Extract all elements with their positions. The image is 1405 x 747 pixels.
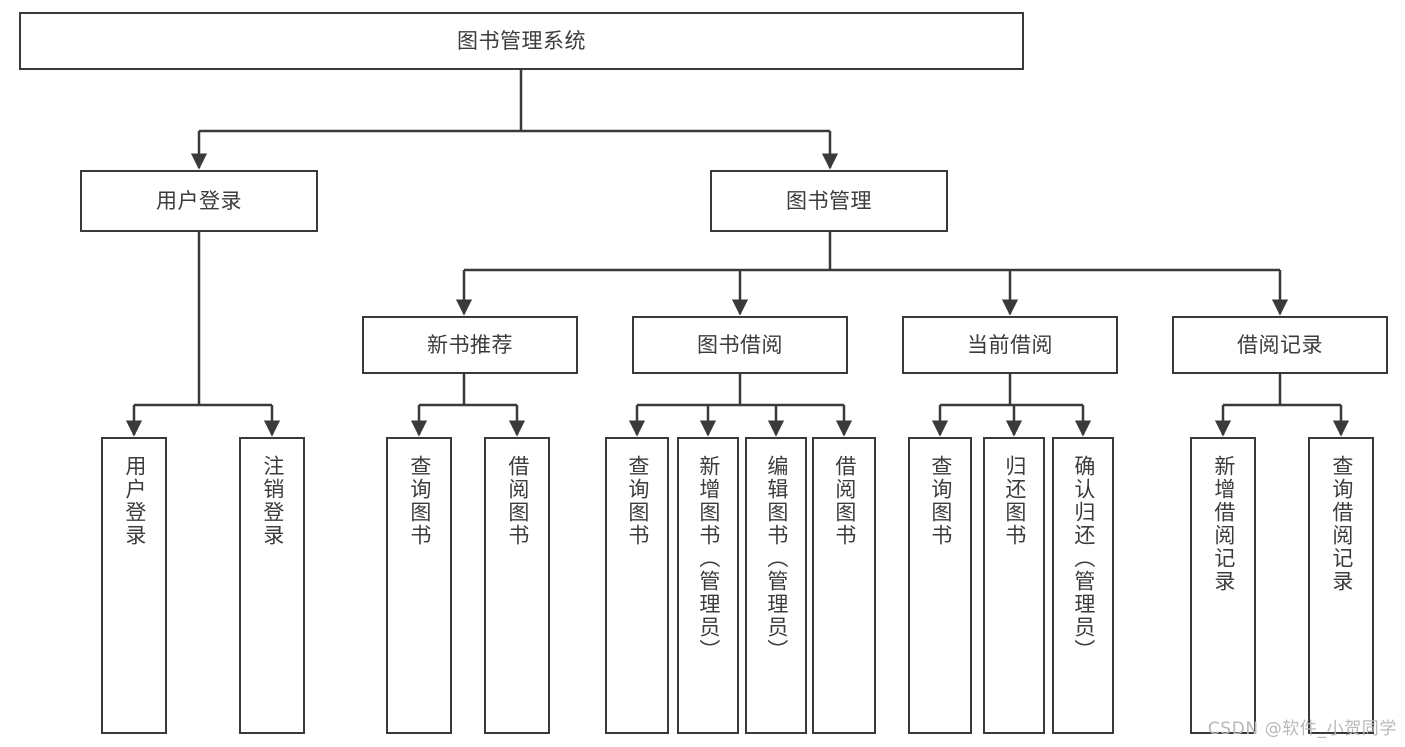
node-user-login[interactable]: 用户登录 [80,170,318,232]
leaf-node[interactable]: 借阅图书 [812,437,876,734]
leaf-node-label: 确认归还（管理员） [1071,455,1096,662]
leaf-node-label: 用户登录 [122,455,147,547]
leaf-node[interactable]: 注销登录 [239,437,305,734]
leaf-node[interactable]: 查询图书 [908,437,972,734]
node-root-label: 图书管理系统 [457,28,586,53]
leaf-node-label: 查询图书 [407,455,432,547]
node-new-book-recommend-label: 新书推荐 [427,332,513,357]
leaf-node[interactable]: 借阅图书 [484,437,550,734]
node-book-management-label: 图书管理 [786,188,872,213]
leaf-node[interactable]: 查询借阅记录 [1308,437,1374,734]
node-current-borrow[interactable]: 当前借阅 [902,316,1118,374]
node-user-login-label: 用户登录 [156,188,242,213]
leaf-node-label: 编辑图书（管理员） [764,455,789,662]
leaf-node[interactable]: 查询图书 [605,437,669,734]
csdn-watermark: CSDN @软件_小贺同学 [1207,719,1397,739]
leaf-node[interactable]: 新增借阅记录 [1190,437,1256,734]
leaf-node-label: 新增借阅记录 [1211,455,1236,593]
leaf-node[interactable]: 归还图书 [983,437,1045,734]
leaf-node[interactable]: 查询图书 [386,437,452,734]
node-new-book-recommend[interactable]: 新书推荐 [362,316,578,374]
leaf-node-label: 借阅图书 [832,455,857,547]
node-book-management[interactable]: 图书管理 [710,170,948,232]
leaf-node[interactable]: 编辑图书（管理员） [745,437,807,734]
leaf-node-label: 注销登录 [260,455,285,547]
leaf-node-label: 新增图书（管理员） [696,455,721,662]
node-root-system[interactable]: 图书管理系统 [19,12,1024,70]
leaf-node-label: 查询图书 [928,455,953,547]
node-current-borrow-label: 当前借阅 [967,332,1053,357]
leaf-node[interactable]: 确认归还（管理员） [1052,437,1114,734]
leaf-node[interactable]: 新增图书（管理员） [677,437,739,734]
leaf-node-label: 查询图书 [625,455,650,547]
node-book-borrow-label: 图书借阅 [697,332,783,357]
leaf-node-label: 借阅图书 [505,455,530,547]
leaf-node-label: 查询借阅记录 [1329,455,1354,593]
node-book-borrow[interactable]: 图书借阅 [632,316,848,374]
node-borrow-record[interactable]: 借阅记录 [1172,316,1388,374]
leaf-node-label: 归还图书 [1002,455,1027,547]
leaf-node[interactable]: 用户登录 [101,437,167,734]
node-borrow-record-label: 借阅记录 [1237,332,1323,357]
